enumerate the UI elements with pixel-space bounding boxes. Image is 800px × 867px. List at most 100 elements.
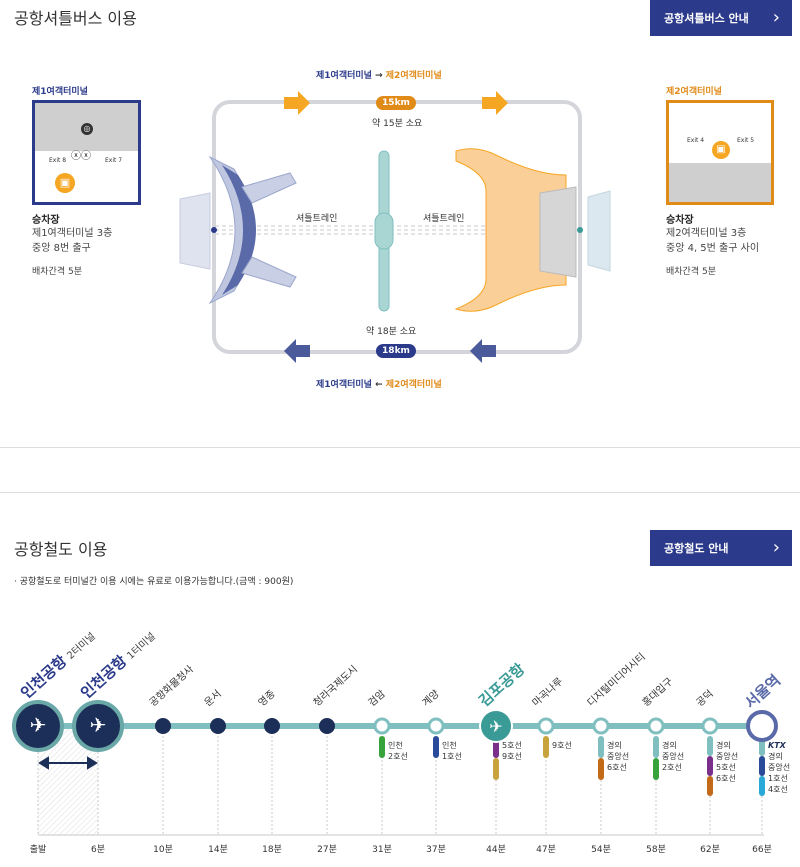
chevron-right-icon: › xyxy=(772,537,780,558)
section-divider-top xyxy=(0,447,800,448)
transfer-line-name: 중앙선 xyxy=(768,763,791,772)
rail-fare-note: · 공항철도로 터미널간 이용 시에는 유료로 이용가능합니다.(금액 : 90… xyxy=(14,577,294,587)
transfer-line-bar xyxy=(707,776,713,796)
transfer-line-bar xyxy=(759,776,765,796)
transfer-line-bar xyxy=(493,758,499,780)
transfer-line-label: 인천 2호선 xyxy=(388,740,408,762)
top-route-label: 제1여객터미널 → 제2여객터미널 xyxy=(316,68,442,81)
travel-time-label: 44분 xyxy=(486,845,506,855)
bottom-travel-time: 약 18분 소요 xyxy=(366,327,417,337)
transfer-line-name: 경의 xyxy=(716,741,731,750)
bottom-route-arrow: ← xyxy=(375,380,383,390)
no-entry-icon: ⓧⓧ xyxy=(71,151,91,162)
station-marker xyxy=(210,718,226,734)
transfer-line-name: 경의 xyxy=(662,741,677,750)
terminal2-building-icon xyxy=(454,148,611,312)
backward-arrow-icon xyxy=(284,339,496,363)
bus-icon: ▣ xyxy=(712,141,730,159)
terminal2-stop-line1: 제2여객터미널 3층 xyxy=(666,228,747,239)
transfer-line-name: 인천 xyxy=(388,741,403,750)
airport-station-marker xyxy=(479,709,513,743)
transfer-line-name: KTX xyxy=(768,741,786,750)
airplane-icon: ✈ xyxy=(30,713,47,737)
rail-line-diagram: ✈ ✈ ✈ xyxy=(12,700,778,836)
transfer-line-name: 6호선 xyxy=(716,774,736,783)
transfer-station-marker xyxy=(427,717,445,735)
travel-time-label: 66분 xyxy=(752,845,772,855)
transfer-line-label: 9호선 xyxy=(552,740,572,751)
travel-time-label: 31분 xyxy=(372,845,392,855)
station-markers: ✈ ✈ ✈ xyxy=(12,700,778,752)
station-marker xyxy=(155,718,171,734)
bottom-route-to: 제2여객터미널 xyxy=(385,380,442,390)
shuttle-section-title: 공항셔틀버스 이용 xyxy=(14,9,137,28)
terminal2-stop-title: 승차장 xyxy=(666,215,694,226)
terminal2-interval: 배차간격 5분 xyxy=(666,267,716,277)
transfer-line-bar xyxy=(707,736,713,756)
transfer-line-name: 6호선 xyxy=(607,763,627,772)
terminal1-exit-right: Exit 7 xyxy=(105,157,123,164)
terminal1-label: 제1여객터미널 xyxy=(32,87,88,97)
top-route-from: 제1여객터미널 xyxy=(316,71,372,81)
airplane-icon: ✈ xyxy=(489,717,502,736)
double-arrow-icon xyxy=(38,756,98,770)
terminal1-stop-line2: 중앙 8번 출구 xyxy=(32,243,91,254)
rail-guide-button[interactable]: 공항철도 안내 › xyxy=(650,530,792,566)
rail-guide-button-label: 공항철도 안내 xyxy=(664,542,729,555)
transfer-line-name: 9호선 xyxy=(502,752,522,761)
transfer-line-bar xyxy=(598,736,604,758)
transfer-line-bar xyxy=(653,736,659,758)
shuttle-train-label-right: 셔틀트레인 xyxy=(423,214,465,224)
terminal2-stop-line2: 중앙 4, 5번 출구 사이 xyxy=(666,243,760,254)
terminal1-exit-left: Exit 8 xyxy=(49,157,67,164)
terminal1-stop-title: 승차장 xyxy=(32,215,60,226)
transfer-line-name: 2호선 xyxy=(662,763,682,772)
transfer-line-name: 경의 xyxy=(768,752,783,761)
transfer-station-marker xyxy=(537,717,555,735)
bottom-route-from: 제1여객터미널 xyxy=(316,380,372,390)
travel-time-label: 37분 xyxy=(426,845,446,855)
transfer-line-name: 1호선 xyxy=(768,774,788,783)
station-marker xyxy=(319,718,335,734)
forward-arrow-icon xyxy=(284,91,508,115)
airplane-icon: ✈ xyxy=(90,713,107,737)
top-route-to: 제2여객터미널 xyxy=(385,71,442,81)
travel-time-label: 58분 xyxy=(646,845,666,855)
transfer-line-bar xyxy=(543,736,549,758)
transfer-line-bar xyxy=(598,758,604,780)
travel-time-label: 14분 xyxy=(208,845,228,855)
station-marker xyxy=(264,718,280,734)
transfer-line-name: 중앙선 xyxy=(716,752,739,761)
transfer-line-bar xyxy=(433,736,439,758)
travel-time-label: 출발 xyxy=(29,845,47,855)
transfer-line-bar xyxy=(653,758,659,780)
section-divider-bottom xyxy=(0,492,800,493)
bus-icon: ▣ xyxy=(55,173,75,193)
transfer-line-name: 5호선 xyxy=(716,763,736,772)
transfer-line-bar xyxy=(707,756,713,776)
transfer-bars xyxy=(379,736,765,796)
terminal2-exit-left: Exit 4 xyxy=(687,137,705,144)
shuttle-train-label-left: 셔틀트레인 xyxy=(296,214,338,224)
transfer-station-marker xyxy=(592,717,610,735)
airport-station-marker xyxy=(12,700,64,752)
travel-time-label: 10분 xyxy=(153,845,173,855)
transfer-line-name: 경의 xyxy=(607,741,622,750)
transfer-line-bar xyxy=(759,756,765,776)
terminal1-stop-map: ◎ ⓧⓧ Exit 8 Exit 7 ▣ xyxy=(32,100,141,205)
terminal2-stop-map: Exit 4 Exit 5 ▣ xyxy=(666,100,774,205)
shuttle-guide-button[interactable]: 공항셔틀버스 안내 › xyxy=(650,0,792,36)
terminal2-road xyxy=(669,163,771,202)
terminal1-interval: 배차간격 5분 xyxy=(32,267,82,277)
travel-time-label: 62분 xyxy=(700,845,720,855)
parking-icon: ◎ xyxy=(81,123,93,135)
rail-main-line xyxy=(38,723,764,729)
transfer-line-name: 인천 xyxy=(442,741,457,750)
transfer-line-name: 2호선 xyxy=(388,752,408,761)
